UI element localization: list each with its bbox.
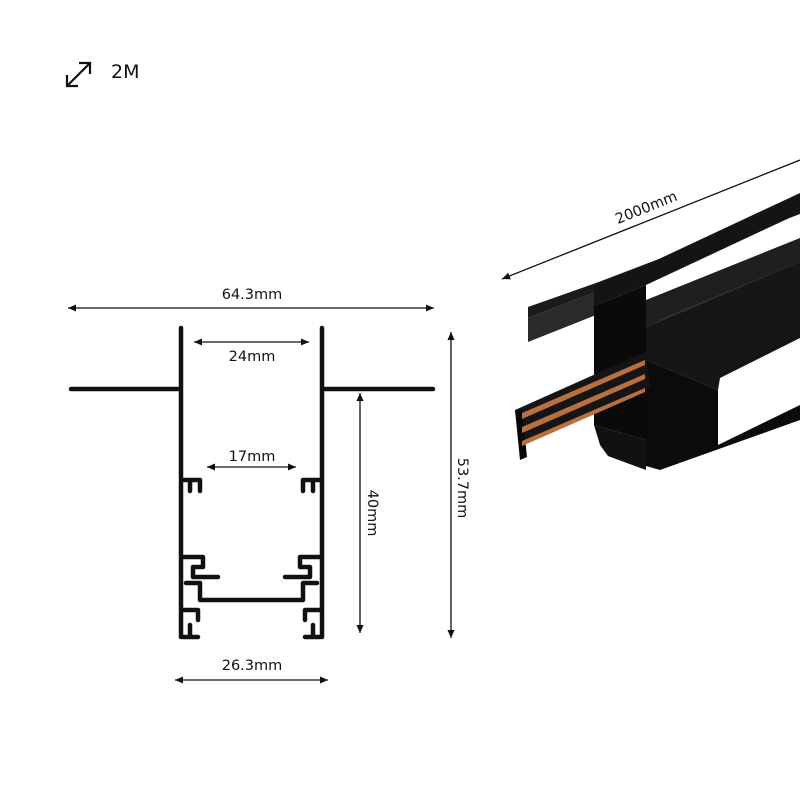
length-badge-label: 2M <box>111 61 139 83</box>
channel-depth-label: 40mm <box>364 490 380 537</box>
bottom-width-label: 26.3mm <box>222 658 283 674</box>
overall-height-label: 53.7mm <box>454 458 470 519</box>
length-badge: 2M <box>65 61 139 88</box>
track-rail <box>528 193 800 470</box>
conductor-strip <box>522 360 645 419</box>
conductor-strip <box>522 388 645 446</box>
inner-width-label: 24mm <box>229 349 276 365</box>
product-render: 2000mm <box>501 159 800 470</box>
conductor-strip <box>522 374 645 433</box>
length-dimension-line <box>501 159 800 280</box>
slot-width-label: 17mm <box>229 449 276 465</box>
diagonal-resize-icon <box>65 61 92 88</box>
conductor-insert <box>515 352 650 460</box>
profile-outline <box>68 325 436 640</box>
profile-drawing: 64.3mm 24mm 17mm 26.3mm 40mm 53.7mm <box>68 287 470 684</box>
overall-width-label: 64.3mm <box>222 287 283 303</box>
